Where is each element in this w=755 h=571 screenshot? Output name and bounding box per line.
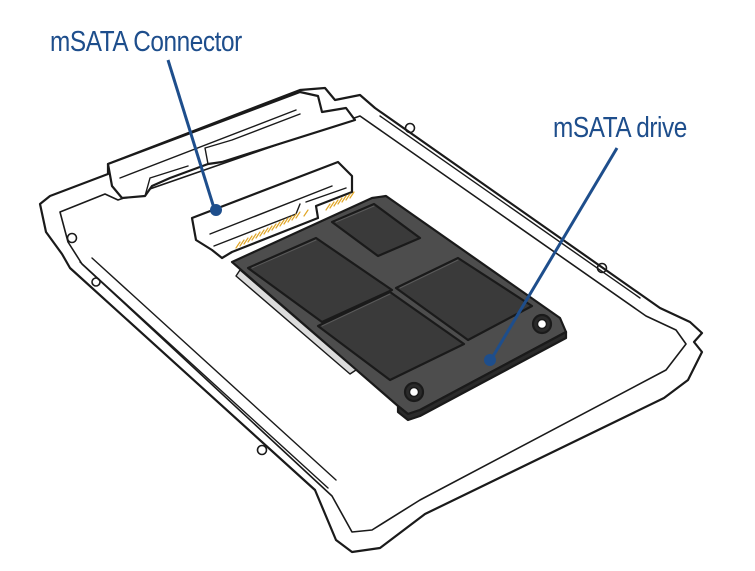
tray-screw-hole-right-top bbox=[404, 122, 416, 134]
msata-drive-rail bbox=[235, 269, 357, 375]
chip-nand-right bbox=[394, 256, 534, 342]
callout-drive bbox=[484, 147, 619, 366]
tray-screw-hole-left-bottom bbox=[256, 444, 268, 456]
chip-nand-left bbox=[246, 236, 394, 324]
msata-drive-pcb-edge bbox=[396, 330, 568, 422]
msata-drive-label: mSATA drive bbox=[553, 112, 687, 144]
enclosure-back-rail-detail bbox=[119, 109, 301, 197]
callout-connector bbox=[166, 59, 222, 216]
tray-side-rail-right bbox=[379, 115, 641, 299]
chip-highlights bbox=[251, 205, 459, 327]
msata-connector-label: mSATA Connector bbox=[50, 26, 242, 58]
tray-screw-hole-left-top bbox=[66, 232, 78, 244]
drive-screw-hole-front bbox=[403, 381, 425, 403]
tray-side-rail-left bbox=[79, 257, 337, 489]
connector-gold-pins bbox=[235, 191, 355, 249]
drive-screw-hole-back bbox=[531, 313, 553, 335]
chip-nand-bottom bbox=[316, 290, 466, 382]
chip-controller-small bbox=[330, 202, 422, 258]
tray-screw-hole-side bbox=[91, 277, 101, 287]
